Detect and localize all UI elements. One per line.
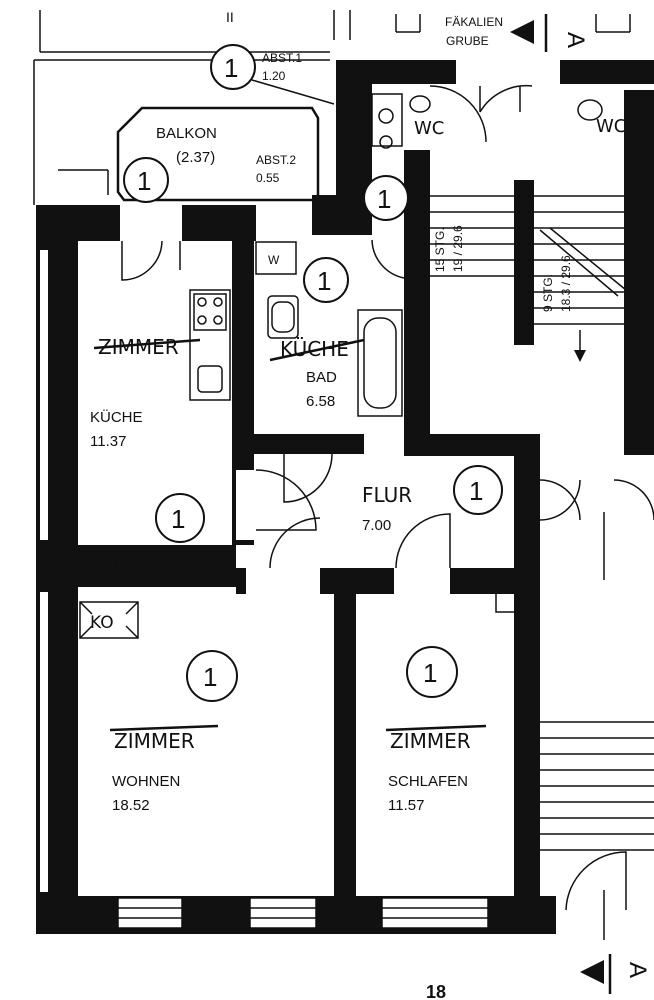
- bad-area: 6.58: [306, 393, 335, 410]
- doors: [120, 84, 654, 940]
- room-schlafen: 1 ZIMMER SCHLAFEN 11.57: [385, 646, 487, 814]
- grube-label-line2: GRUBE: [446, 34, 489, 48]
- schlafen-name: SCHLAFEN: [388, 773, 468, 790]
- stairs-upper: 15 STG. 19 / 29.6 9 STG. 18.3 / 29.6: [430, 195, 627, 362]
- svg-text:1: 1: [137, 166, 151, 196]
- wc-right-label: WC: [596, 116, 626, 137]
- svg-text:1: 1: [317, 266, 331, 296]
- wohnen-name: WOHNEN: [112, 773, 180, 790]
- stair-right-line1: 9 STG.: [541, 274, 555, 312]
- ko-label: KO: [90, 613, 114, 633]
- flur-area: 7.00: [362, 517, 391, 534]
- top-area: II: [33, 9, 351, 205]
- washing-machine-icon: W: [255, 241, 297, 275]
- flur-name: FLUR: [362, 483, 412, 507]
- section-letter-top: A: [562, 32, 589, 48]
- wc-right-icon: WC: [577, 99, 626, 137]
- wohnen-struck-label: ZIMMER: [114, 729, 195, 753]
- abst1-label: ABST.1: [262, 51, 302, 65]
- page-number: 18: [426, 982, 446, 1000]
- room-kueche: ZIMMER KÜCHE 11.37 1: [90, 335, 205, 543]
- svg-text:1: 1: [423, 658, 437, 688]
- schlafen-area: 11.57: [388, 797, 424, 814]
- svg-text:1: 1: [224, 53, 238, 83]
- washer-label: W: [268, 253, 280, 267]
- stairs-lower: [540, 721, 654, 851]
- section-arrow-bottom-icon: [580, 960, 604, 984]
- room-bad: 1 KÜCHE BAD 6.58: [269, 257, 365, 410]
- svg-text:1: 1: [203, 662, 217, 692]
- faekalien-grube: FÄKALIEN GRUBE: [395, 14, 631, 48]
- abst2-label: ABST.2: [256, 153, 296, 167]
- grube-label-line1: FÄKALIEN: [445, 15, 503, 29]
- wc-left-icon: WC: [371, 93, 444, 149]
- balcony-outline: [116, 106, 320, 202]
- marker-abst1: 1: [210, 44, 335, 105]
- wc-left-label: WC: [414, 118, 444, 139]
- schlafen-struck-label: ZIMMER: [390, 729, 471, 753]
- marker-abst2: 1: [363, 175, 409, 221]
- svg-text:1: 1: [377, 184, 391, 214]
- kueche-area: 11.37: [90, 433, 126, 450]
- kitchen-stove-icon: [189, 289, 231, 401]
- bad-name: BAD: [306, 369, 337, 386]
- svg-text:1: 1: [171, 504, 185, 534]
- section-letter-bottom: A: [624, 962, 651, 978]
- svg-text:1: 1: [469, 476, 483, 506]
- abst1-value: 1.20: [262, 69, 286, 83]
- bathtub-icon: [357, 309, 403, 417]
- stair-left-line2: 19 / 29.6: [451, 225, 465, 272]
- windows: [40, 250, 489, 929]
- marker-balkon: 1: [123, 157, 169, 203]
- chimney-ko-icon: KO: [79, 601, 139, 639]
- balkon-area: (2.37): [176, 149, 215, 166]
- wohnen-area: 18.52: [112, 797, 150, 814]
- kueche-name: KÜCHE: [90, 408, 143, 426]
- room-wohnen: 1 ZIMMER WOHNEN 18.52: [109, 650, 238, 814]
- shaft-box-right: [495, 589, 517, 613]
- stair-left-line1: 15 STG.: [433, 227, 447, 272]
- stair-right-line2: 18.3 / 29.6: [559, 255, 573, 312]
- section-arrow-top-icon: [510, 20, 534, 44]
- abst2-value: 0.55: [256, 171, 280, 185]
- shaft-box: [89, 551, 117, 573]
- bad-struck-label: KÜCHE: [280, 337, 349, 361]
- balkon-name: BALKON: [156, 125, 217, 142]
- room-flur: FLUR 7.00 1: [362, 465, 503, 534]
- mark-ii: II: [226, 9, 234, 25]
- bath-sink-icon: [267, 295, 299, 339]
